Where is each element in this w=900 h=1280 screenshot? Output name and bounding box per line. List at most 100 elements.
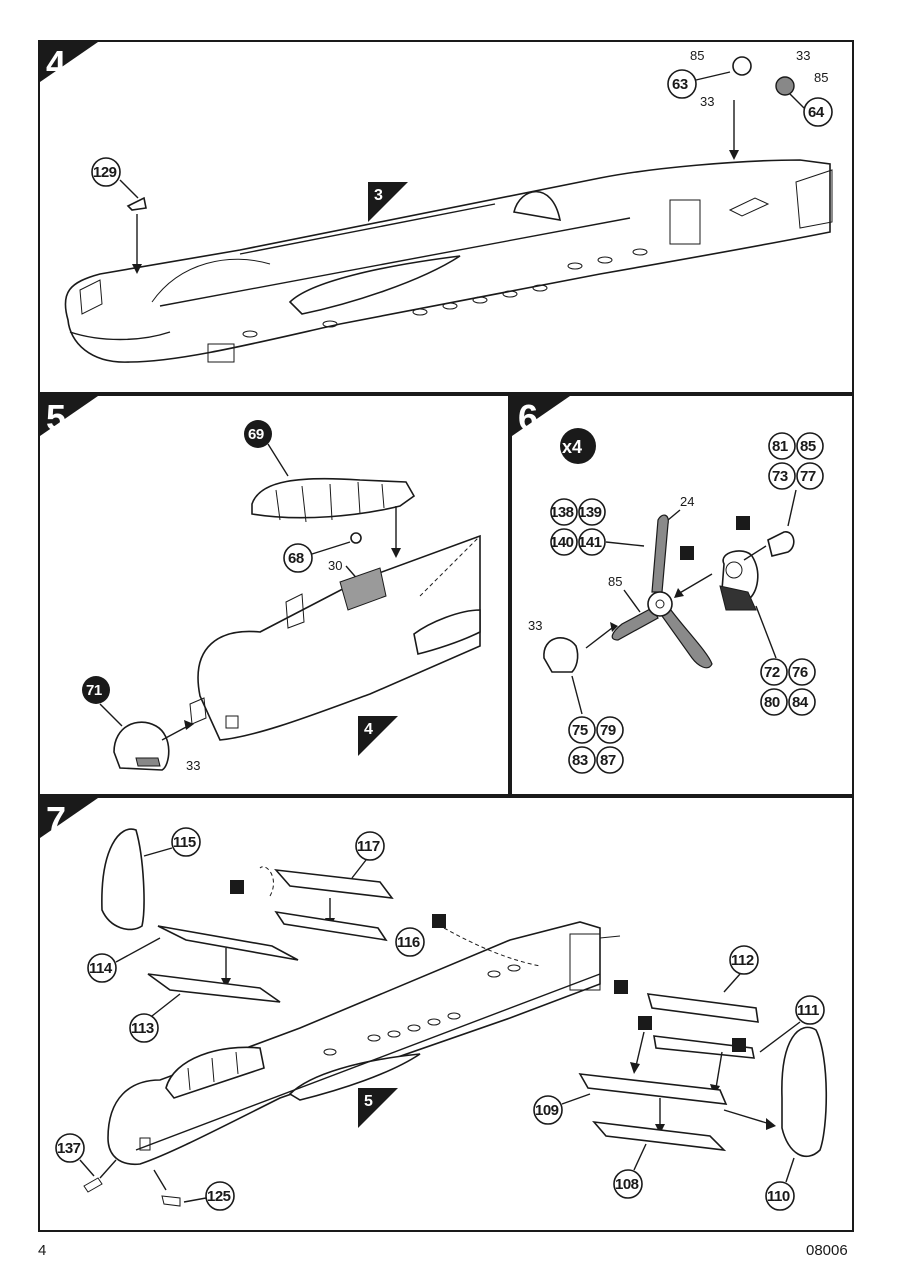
callout-64	[803, 97, 833, 127]
callout-109-label: 109	[535, 1102, 559, 1119]
callout-110-label: 110	[767, 1188, 790, 1205]
part-110-fin	[781, 1026, 828, 1158]
mount-slot	[719, 585, 757, 611]
callout-83: 83	[572, 752, 588, 769]
callout-76: 76	[792, 664, 808, 681]
glue-marker-1	[680, 546, 694, 560]
leader-115	[143, 847, 173, 857]
arrowhead-spinner	[610, 622, 618, 632]
label-33-left: 33	[700, 94, 714, 109]
part-113-stabilizer-bottom	[147, 973, 281, 1003]
arrow-right-1	[635, 1031, 645, 1067]
dorsal-blister	[728, 197, 770, 217]
ref-step-4: 4	[364, 721, 373, 738]
leader-129	[119, 179, 139, 199]
wing-root-fairing	[288, 1053, 421, 1101]
callout-113	[129, 1013, 159, 1043]
callout-108	[613, 1169, 643, 1199]
part-137	[83, 1177, 103, 1193]
dashed-guide	[419, 535, 481, 597]
part-111-elevator-bottom	[653, 1035, 755, 1059]
glue-marker-right-3	[732, 1038, 746, 1052]
label-85-left: 85	[690, 48, 704, 63]
arrowhead-69	[391, 548, 401, 558]
step-6-illustration: x4 81 85 73 77 138 139 140 141 24 85	[512, 396, 824, 774]
step-number-4: 4	[46, 43, 67, 84]
part-69-canopy	[251, 477, 416, 519]
glue-marker-left	[230, 880, 244, 894]
callout-group-c: 72 76 80 84	[760, 658, 816, 716]
callout-116	[395, 927, 425, 957]
side-panel	[225, 715, 239, 729]
callout-68-label: 68	[288, 550, 304, 567]
part-109-stabilizer-top	[578, 1073, 728, 1105]
callout-69-label: 69	[248, 426, 264, 443]
propeller-blade-left	[611, 607, 659, 641]
kit-code: 08006	[806, 1242, 848, 1259]
wing-root-stub	[413, 609, 481, 655]
arrowhead-to-110	[766, 1118, 776, 1130]
callout-117	[355, 831, 385, 861]
step-tab-corner	[512, 396, 570, 436]
arrow-71	[161, 725, 189, 741]
callout-111	[795, 995, 825, 1025]
tail-turret	[569, 933, 601, 991]
part-spinner-cone	[543, 637, 579, 673]
leader-112	[723, 973, 741, 993]
leader-group-d	[571, 675, 583, 715]
ref-triangle-4	[358, 716, 398, 756]
turret-hatched	[135, 757, 161, 767]
part-63-ring	[732, 56, 752, 76]
leader-113	[151, 993, 181, 1017]
tail-gun	[599, 935, 621, 939]
ref-triangle-3	[368, 182, 408, 222]
nose-window	[79, 279, 103, 315]
leader-125	[183, 1197, 207, 1203]
ref-step-5: 5	[364, 1093, 373, 1110]
callout-64-label: 64	[808, 104, 825, 121]
leader-117	[351, 859, 367, 879]
callout-125-label: 125	[207, 1188, 231, 1205]
step-number-6: 6	[518, 397, 539, 438]
callout-80: 80	[764, 694, 780, 711]
arrow-right-2	[715, 1051, 723, 1089]
tail-turret	[795, 169, 833, 229]
part-114-stabilizer-top	[157, 925, 299, 961]
turret-canopy	[513, 190, 562, 221]
callout-140: 140	[550, 534, 574, 551]
callout-87: 87	[600, 752, 616, 769]
arrow-mount	[677, 573, 713, 595]
callout-117-label: 117	[357, 838, 380, 855]
step-7-illustration: 5 115 117 116 114 113 112	[40, 798, 828, 1211]
bomb-bay-line	[239, 203, 496, 255]
part-117-elevator-top	[274, 868, 394, 900]
callout-71-label: 71	[86, 682, 102, 699]
callout-69	[244, 420, 272, 448]
wing-root-fairing	[288, 255, 461, 315]
label-85-right: 85	[814, 70, 828, 85]
leader-63	[695, 71, 731, 81]
step-tab-corner	[40, 798, 98, 838]
canopy-frames	[275, 481, 385, 523]
leader-85	[623, 589, 641, 613]
step-tab-corner	[40, 42, 98, 82]
callout-138: 138	[550, 504, 574, 521]
side-door	[669, 199, 701, 245]
leader-group-a	[787, 489, 797, 527]
ref-triangle-5	[358, 1088, 398, 1128]
arrow-to-110	[723, 1109, 771, 1125]
leader-group-b	[605, 541, 645, 547]
propeller-hub	[647, 591, 673, 617]
cockpit-floor-hatched	[339, 567, 387, 611]
leader-114	[115, 937, 161, 963]
leader-64	[789, 93, 805, 109]
glue-marker-right-1	[614, 980, 628, 994]
callout-71	[82, 676, 110, 704]
arrow-137	[99, 1159, 117, 1179]
leader-71	[99, 703, 123, 727]
callout-129	[91, 157, 121, 187]
callout-129-label: 129	[93, 164, 117, 181]
dashed-assembly-path	[443, 927, 541, 967]
page-number: 4	[38, 1242, 47, 1259]
callout-114-label: 114	[89, 960, 113, 977]
